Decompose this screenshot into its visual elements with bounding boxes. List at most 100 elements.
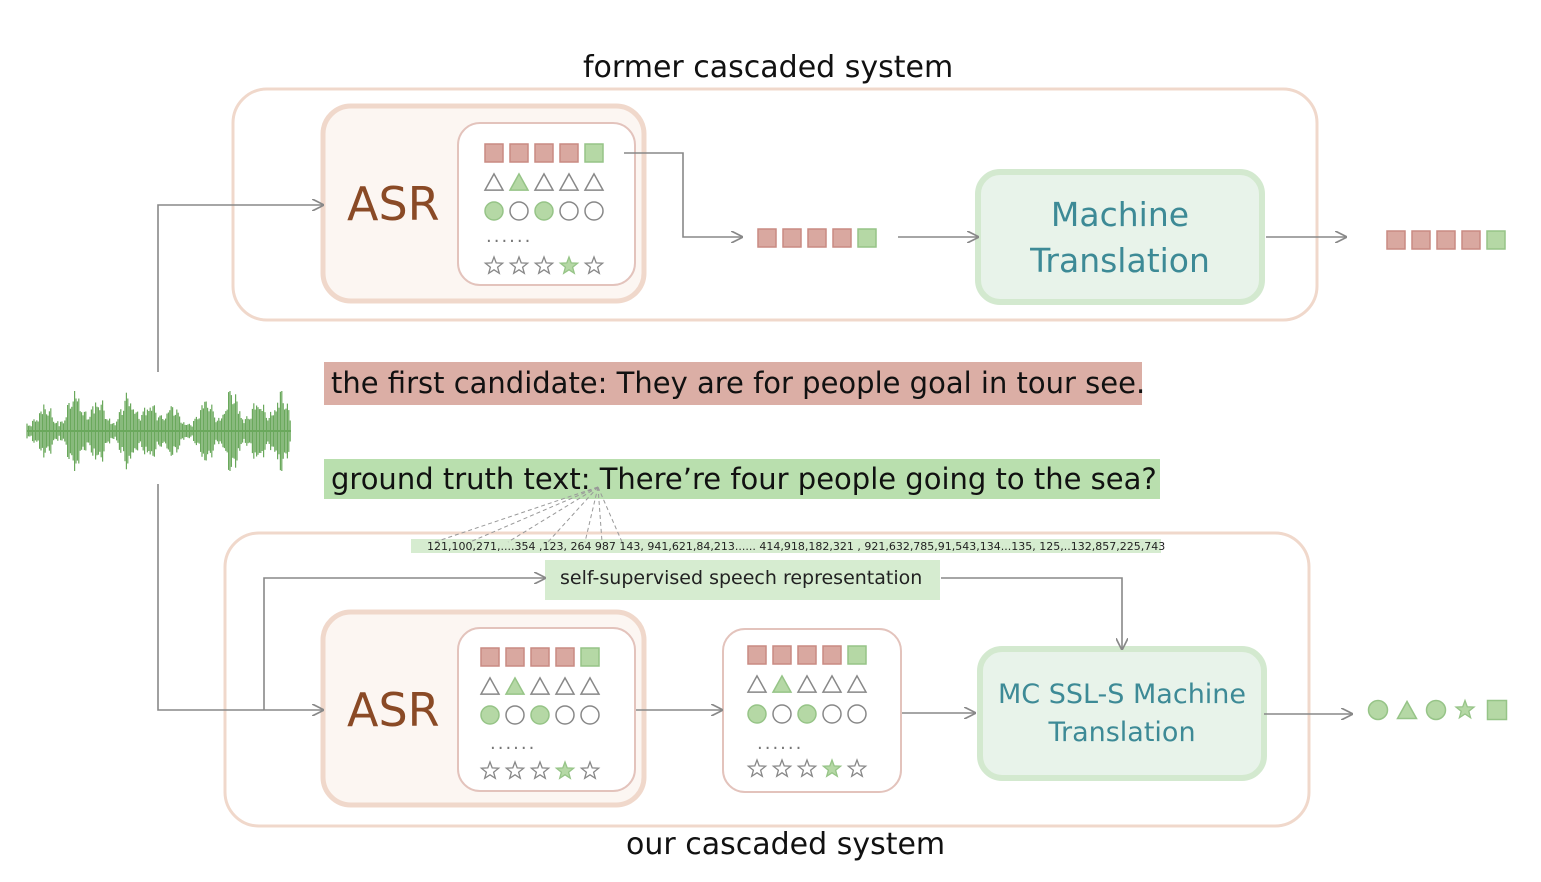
green-triangle-icon xyxy=(771,674,793,693)
red-square-icon xyxy=(747,645,767,665)
triangle-outline-icon xyxy=(554,676,576,695)
green-circle-icon xyxy=(1425,699,1447,721)
circle-outline-icon xyxy=(559,201,579,221)
our-system-title: our cascaded system xyxy=(626,827,946,862)
red-square-icon xyxy=(484,143,504,163)
star-outline-icon xyxy=(479,760,501,780)
circle-outline-icon xyxy=(584,201,604,221)
star-outline-icon xyxy=(771,758,793,778)
red-square-icon xyxy=(509,143,529,163)
red-square-icon xyxy=(772,645,792,665)
ssl-label: self-supervised speech representation xyxy=(560,567,923,589)
triangle-outline-icon xyxy=(479,676,501,695)
green-triangle-icon xyxy=(508,172,530,191)
green-circle-icon xyxy=(747,704,767,724)
circle-outline-icon xyxy=(509,201,529,221)
triangle-outline-icon xyxy=(583,172,605,191)
ellipsis-candidates: ...... xyxy=(757,733,804,754)
circle-outline-icon xyxy=(555,705,575,725)
red-square-icon xyxy=(797,645,817,665)
star-outline-icon xyxy=(746,758,768,778)
green-square-icon xyxy=(584,143,604,163)
ssl-code-sequence: 121,100,271,....354 ,123, 264 987 143, 9… xyxy=(427,540,1166,553)
red-square-icon xyxy=(757,228,777,248)
green-circle-icon xyxy=(534,201,554,221)
green-square-icon xyxy=(847,645,867,665)
flow-arrows xyxy=(157,152,1352,714)
circle-outline-icon xyxy=(822,704,842,724)
red-square-icon xyxy=(807,228,827,248)
top-output-sequence xyxy=(1386,230,1506,250)
nbest-symbols-candidates xyxy=(746,645,868,778)
red-square-icon xyxy=(782,228,802,248)
red-square-icon xyxy=(530,647,550,667)
alignment-dashed-lines xyxy=(434,486,623,543)
triangle-outline-icon xyxy=(846,674,868,693)
ellipsis-top-asr: ...... xyxy=(486,226,533,247)
star-outline-icon xyxy=(533,255,555,275)
red-square-icon xyxy=(534,143,554,163)
green-circle-icon xyxy=(530,705,550,725)
circle-outline-icon xyxy=(505,705,525,725)
green-square-icon xyxy=(857,228,877,248)
red-square-icon xyxy=(1436,230,1456,250)
star-outline-icon xyxy=(583,255,605,275)
first-candidate-text: the first candidate: They are for people… xyxy=(331,366,1146,400)
green-square-icon xyxy=(1486,699,1508,721)
mt-label-top-line1: Machine xyxy=(1050,195,1190,234)
ellipsis-bottom-asr: ...... xyxy=(490,733,537,754)
green-square-icon xyxy=(580,647,600,667)
red-square-icon xyxy=(1461,230,1481,250)
star-outline-icon xyxy=(508,255,530,275)
circle-outline-icon xyxy=(772,704,792,724)
triangle-outline-icon xyxy=(529,676,551,695)
bottom-output-sequence xyxy=(1367,698,1508,721)
triangle-outline-icon xyxy=(533,172,555,191)
red-square-icon xyxy=(1386,230,1406,250)
star-outline-icon xyxy=(796,758,818,778)
best-hypothesis-sequence xyxy=(757,228,877,248)
triangle-outline-icon xyxy=(483,172,505,191)
triangle-outline-icon xyxy=(579,676,601,695)
red-square-icon xyxy=(505,647,525,667)
mt-label-top: Machine Translation xyxy=(978,192,1262,284)
green-star-icon xyxy=(1454,698,1476,720)
green-circle-icon xyxy=(480,705,500,725)
green-circle-icon xyxy=(797,704,817,724)
ssl-label-highlight xyxy=(545,560,940,600)
speech-waveform xyxy=(26,391,291,471)
nbest-symbols-bottom xyxy=(479,647,601,780)
star-outline-icon xyxy=(579,760,601,780)
ground-truth-text: ground truth text: There’re four people … xyxy=(331,462,1157,496)
green-triangle-icon xyxy=(504,676,526,695)
red-square-icon xyxy=(480,647,500,667)
green-square-icon xyxy=(1486,230,1506,250)
red-square-icon xyxy=(832,228,852,248)
nbest-symbols-top xyxy=(483,143,605,275)
red-square-icon xyxy=(822,645,842,665)
red-square-icon xyxy=(555,647,575,667)
former-system-title: former cascaded system xyxy=(583,50,954,85)
mt-label-bottom: MC SSL-S Machine Translation xyxy=(980,676,1264,752)
triangle-outline-icon xyxy=(796,674,818,693)
green-star-icon xyxy=(554,760,576,780)
red-square-icon xyxy=(1411,230,1431,250)
ground-truth-highlight xyxy=(324,459,1160,499)
green-star-icon xyxy=(558,255,580,275)
triangle-outline-icon xyxy=(821,674,843,693)
circle-outline-icon xyxy=(580,705,600,725)
circle-outline-icon xyxy=(847,704,867,724)
triangle-outline-icon xyxy=(558,172,580,191)
star-outline-icon xyxy=(504,760,526,780)
star-outline-icon xyxy=(483,255,505,275)
triangle-outline-icon xyxy=(746,674,768,693)
star-outline-icon xyxy=(846,758,868,778)
mt-label-bottom-line2: Translation xyxy=(1048,717,1196,748)
ssl-codes-highlight xyxy=(411,539,1161,553)
mt-label-bottom-line1: MC SSL-S Machine xyxy=(997,679,1247,710)
red-square-icon xyxy=(559,143,579,163)
green-circle-icon xyxy=(1367,699,1389,721)
green-star-icon xyxy=(821,758,843,778)
